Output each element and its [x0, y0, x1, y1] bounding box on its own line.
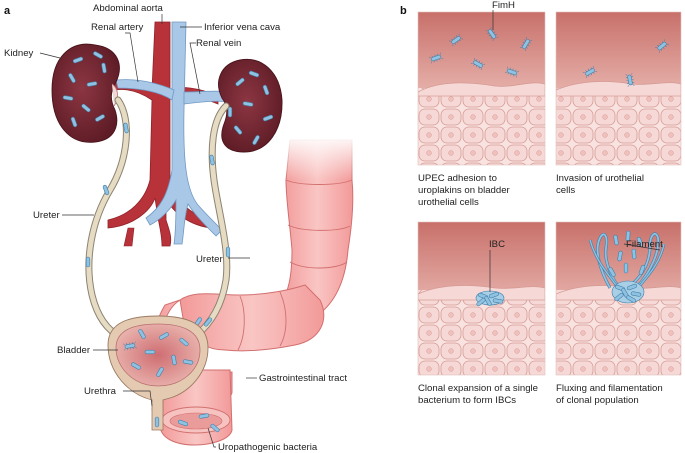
svg-text:bacterium to form IBCs: bacterium to form IBCs: [418, 395, 516, 406]
label-bladder: Bladder: [57, 345, 91, 356]
label-renal-artery: Renal artery: [91, 22, 143, 33]
label-abdominal-aorta: Abdominal aorta: [93, 3, 164, 14]
label-filament: Filament: [626, 239, 663, 250]
svg-text:cells: cells: [556, 185, 575, 196]
subpanel-filamentation: [556, 222, 681, 375]
subpanel-invasion: [556, 12, 681, 165]
left-ureter: [85, 96, 130, 342]
svg-text:UPEC adhesion to: UPEC adhesion to: [418, 173, 497, 184]
svg-text:Invasion of urothelial: Invasion of urothelial: [556, 173, 644, 184]
bladder: [107, 315, 209, 431]
label-uropathogenic-bacteria: Uropathogenic bacteria: [218, 442, 318, 453]
caption-invasion: Invasion of urothelial cells: [556, 173, 644, 196]
label-ibc: IBC: [489, 239, 505, 250]
svg-text:Clonal expansion of a single: Clonal expansion of a single: [418, 383, 538, 394]
svg-text:Fluxing and filamentation: Fluxing and filamentation: [556, 383, 663, 394]
label-urethra: Urethra: [84, 386, 117, 397]
label-inferior-vena-cava: Inferior vena cava: [204, 22, 281, 33]
subpanel-adhesion: [418, 12, 545, 165]
label-fimh: FimH: [492, 0, 515, 11]
svg-text:uroplakins on bladder: uroplakins on bladder: [418, 185, 511, 196]
svg-text:of clonal population: of clonal population: [556, 395, 639, 406]
caption-clonal-expansion: Clonal expansion of a single bacterium t…: [418, 383, 538, 406]
caption-adhesion: UPEC adhesion to uroplakins on bladder u…: [418, 173, 511, 208]
label-ureter-left: Ureter: [33, 210, 60, 221]
label-renal-vein: Renal vein: [196, 38, 241, 49]
label-kidney: Kidney: [4, 48, 34, 59]
panel-a-letter: a: [4, 5, 11, 17]
caption-filamentation: Fluxing and filamentation of clonal popu…: [556, 383, 663, 406]
right-ureter: [192, 102, 231, 340]
label-ureter-right: Ureter: [196, 254, 223, 265]
label-gastrointestinal-tract: Gastrointestinal tract: [259, 373, 347, 384]
left-kidney: [51, 43, 120, 143]
right-kidney: [218, 58, 283, 153]
panel-b-letter: b: [400, 5, 407, 17]
panel-a-labels: Abdominal aorta Renal artery Inferior ve…: [4, 3, 347, 453]
svg-text:urothelial cells: urothelial cells: [418, 197, 479, 208]
subpanel-clonal-expansion: [418, 222, 545, 375]
